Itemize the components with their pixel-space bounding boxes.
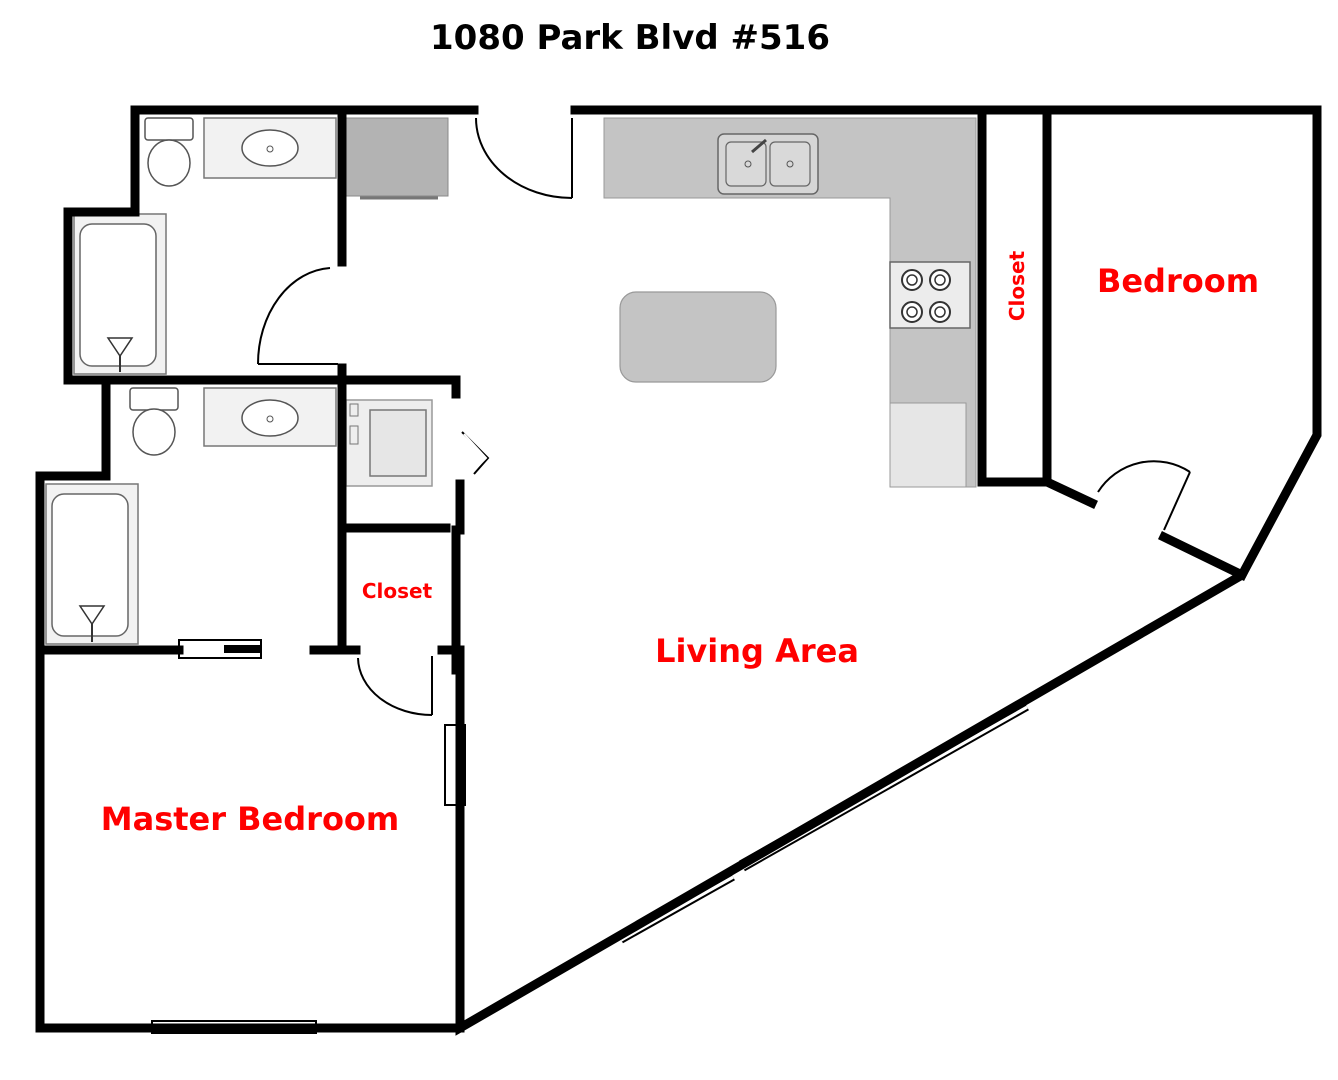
closet-bedroom-label: Closet — [1005, 250, 1029, 321]
entry-door[interactable] — [475, 117, 573, 199]
vanity — [203, 117, 337, 179]
kitchen — [345, 117, 977, 488]
bathtub-icon — [73, 213, 167, 375]
sink-icon — [717, 133, 819, 195]
kitchen-island — [619, 291, 777, 383]
sink-icon — [241, 399, 299, 437]
bathtub-icon — [45, 483, 139, 645]
floor-plan-title: 1080 Park Blvd #516 — [430, 18, 830, 58]
room-labels: Living Area Bedroom Master Bedroom Close… — [101, 250, 1259, 838]
walls — [35, 105, 1322, 1036]
closet-hall-label: Closet — [362, 579, 433, 603]
toilet-icon — [144, 117, 194, 187]
master-bedroom-label: Master Bedroom — [101, 800, 400, 838]
bedroom-door[interactable] — [1097, 460, 1191, 531]
bathroom-2 — [45, 387, 337, 645]
dishwasher — [889, 402, 967, 488]
toilet-icon — [129, 387, 179, 456]
refrigerator — [345, 117, 449, 197]
bedroom-label: Bedroom — [1097, 262, 1259, 300]
laundry-door[interactable] — [461, 431, 490, 475]
washer-dryer-icon — [345, 399, 433, 487]
bath-1-door[interactable] — [256, 267, 338, 365]
sink-icon — [241, 129, 299, 167]
stove-icon — [889, 261, 971, 329]
living-area-label: Living Area — [655, 632, 859, 670]
bathroom-1 — [73, 117, 337, 375]
doors — [256, 117, 1191, 716]
closet-door[interactable] — [357, 656, 433, 716]
